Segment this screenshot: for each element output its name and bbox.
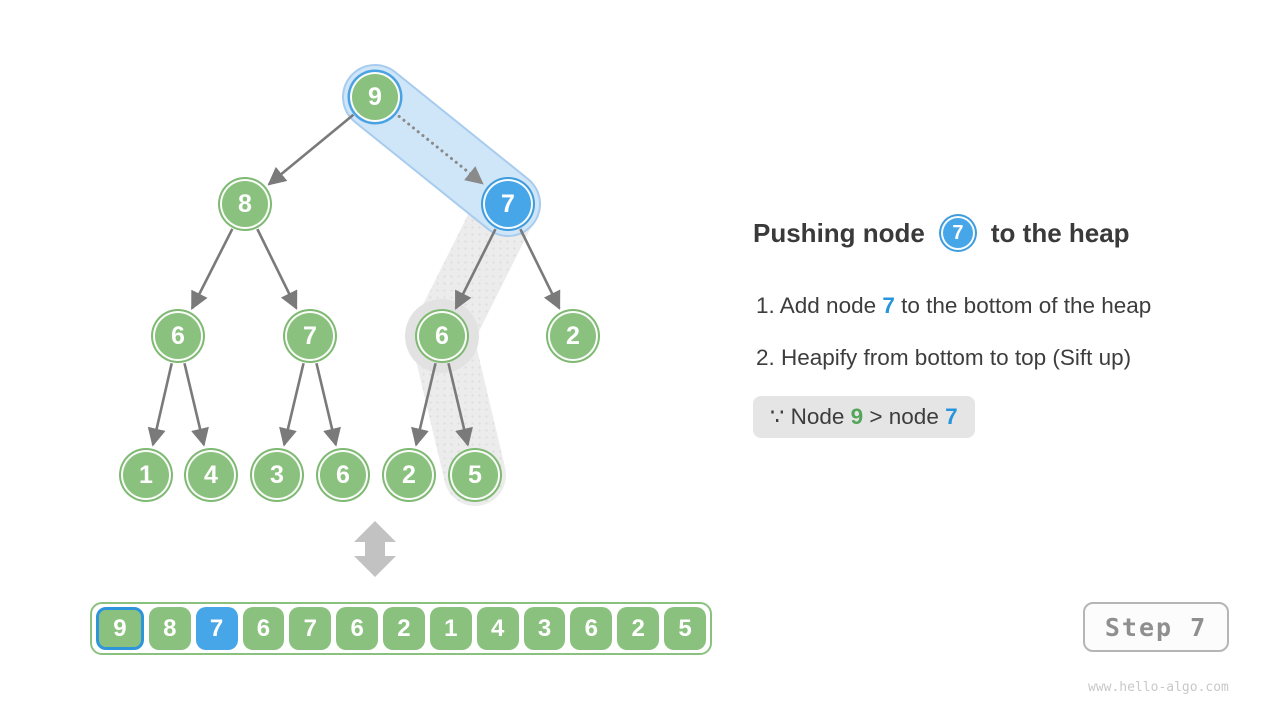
tree-node-11: 2: [384, 450, 434, 500]
title-text-prefix: Pushing node: [753, 217, 925, 248]
title-badge-value: 7: [952, 221, 964, 244]
instruction-2-text: 2. Heapify from bottom to top (Sift up): [756, 345, 1132, 370]
tree-edge: [190, 228, 234, 310]
tree-node-10: 6: [318, 450, 368, 500]
tree-node-4: 7: [285, 311, 335, 361]
tree-edge: [411, 362, 437, 447]
array-cell-11: 2: [617, 607, 660, 650]
array-cell-6: 2: [383, 607, 425, 650]
figure-title: Pushing node 7 to the heap: [753, 211, 1130, 255]
array-cell-7: 1: [429, 607, 472, 650]
array-cell-9: 3: [523, 607, 566, 650]
tree-node-8: 4: [186, 450, 236, 500]
note-pre: Node: [784, 404, 851, 429]
tree-node-3: 6: [153, 311, 203, 361]
array-cell-0: 9: [96, 607, 144, 650]
dotted-move-arrow: [397, 114, 484, 185]
tree-node-0: 9: [350, 72, 400, 122]
array-cell-10: 6: [570, 607, 613, 650]
step-indicator[interactable]: Step 7: [1083, 602, 1229, 652]
array-cell-3: 6: [242, 607, 285, 650]
instruction-1: 1. Add node 7 to the bottom of the heap: [756, 293, 1151, 319]
tree-edge: [447, 362, 473, 447]
tree-node-7: 1: [121, 450, 171, 500]
tree-edge: [256, 228, 298, 310]
tree-node-9: 3: [252, 450, 302, 500]
tree-node-6: 2: [548, 311, 598, 361]
note-mid: > node: [863, 404, 946, 429]
tree-node-1: 8: [220, 179, 270, 229]
tree-array-swap-icon: [354, 521, 396, 577]
note-green-value: 9: [850, 404, 864, 429]
tree-edge: [315, 362, 341, 447]
array-cell-12: 5: [664, 607, 706, 650]
instruction-2: 2. Heapify from bottom to top (Sift up): [756, 345, 1131, 371]
comparison-note: ∵ Node 9 > node 7: [753, 396, 975, 438]
title-text-suffix: to the heap: [990, 217, 1130, 248]
array-cell-1: 8: [148, 607, 191, 650]
tree-edge: [267, 113, 355, 186]
instruction-1-post: to the bottom of the heap: [894, 293, 1152, 318]
because-symbol: ∵: [770, 404, 785, 429]
tree-edge: [519, 228, 561, 310]
tree-node-12: 5: [450, 450, 500, 500]
instruction-1-pre: 1. Add node: [756, 293, 883, 318]
tree-node-2: 7: [483, 179, 533, 229]
instruction-1-highlight: 7: [882, 293, 895, 318]
array-cell-4: 7: [289, 607, 332, 650]
tree-edge: [279, 362, 305, 447]
title-node-badge: 7: [940, 216, 975, 250]
watermark: www.hello-algo.com: [1088, 680, 1229, 695]
tree-node-5: 6: [417, 311, 467, 361]
tree-edge: [183, 362, 209, 447]
array-cell-8: 4: [476, 607, 519, 650]
tree-edge: [454, 228, 497, 310]
array-cell-5: 6: [336, 607, 379, 650]
tree-edge: [147, 362, 173, 447]
note-blue-value: 7: [945, 404, 958, 429]
array-cell-2: 7: [195, 607, 238, 650]
